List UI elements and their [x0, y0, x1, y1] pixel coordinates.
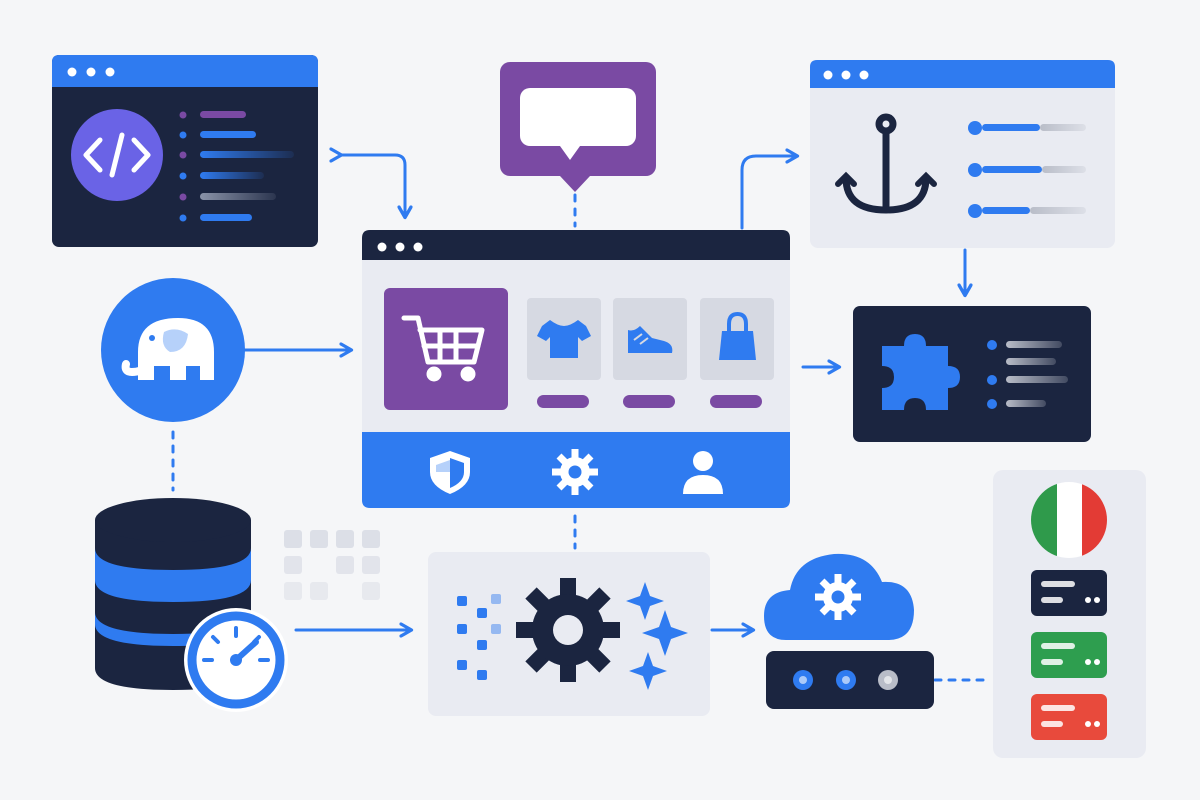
speedometer-icon	[184, 608, 288, 712]
user-icon[interactable]	[683, 451, 723, 494]
plugin-list	[987, 340, 1068, 409]
status-card-error[interactable]	[1031, 694, 1107, 740]
hooks-window	[810, 60, 1115, 248]
product-label-bag	[710, 395, 762, 408]
product-tile-shoe[interactable]	[613, 298, 687, 380]
code-brackets-icon	[71, 109, 163, 201]
shield-icon[interactable]	[430, 451, 470, 494]
elephant-icon	[101, 278, 245, 422]
code-editor-window	[52, 55, 318, 247]
product-label-shirt	[537, 395, 589, 408]
connector-store-to-hooks	[740, 156, 796, 230]
plugin-window	[853, 306, 1091, 442]
sparkle-icon	[626, 582, 688, 690]
status-card-success[interactable]	[1031, 632, 1107, 678]
localization-panel	[993, 470, 1146, 758]
product-tile-shirt[interactable]	[527, 298, 601, 380]
connector-code-to-store	[340, 155, 405, 216]
anchor-hook-icon	[835, 113, 937, 214]
store-window	[362, 230, 790, 508]
speech-bubble-icon	[500, 62, 656, 192]
gear-icon[interactable]	[552, 449, 598, 495]
sneaker-icon	[628, 326, 673, 353]
product-label-shoe	[623, 395, 675, 408]
status-card-neutral[interactable]	[1031, 570, 1107, 616]
shopping-cart-icon	[401, 315, 485, 382]
pixel-blocks	[457, 594, 501, 680]
server-icon	[766, 651, 934, 709]
tshirt-icon	[537, 320, 591, 358]
gear-icon	[516, 578, 620, 682]
puzzle-piece-icon	[882, 334, 960, 410]
product-tile-cart[interactable]	[384, 288, 508, 410]
code-lines	[179, 111, 294, 222]
hook-list	[968, 121, 1086, 218]
product-tile-bag[interactable]	[700, 298, 774, 380]
shopping-bag-icon	[719, 311, 756, 360]
cloud-gear-icon	[764, 553, 914, 640]
processing-panel	[428, 552, 710, 716]
data-blocks	[284, 530, 380, 600]
connectors	[171, 155, 992, 682]
